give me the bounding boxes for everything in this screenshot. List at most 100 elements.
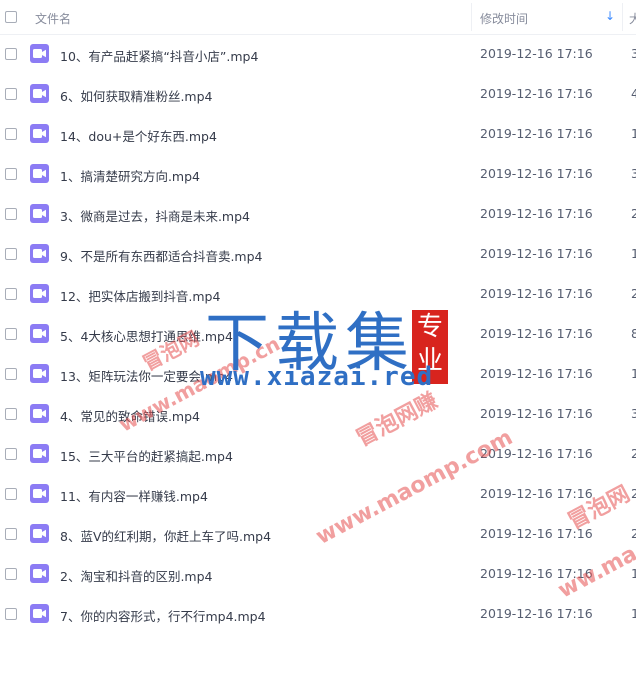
file-name[interactable]: 1、搞清楚研究方向.mp4: [60, 169, 200, 184]
file-row[interactable]: 1、搞清楚研究方向.mp4 2019-12-16 17:16 3: [0, 154, 636, 194]
video-file-icon: [30, 404, 49, 423]
video-file-icon: [30, 524, 49, 543]
file-modified-time: 2019-12-16 17:16: [480, 366, 593, 381]
list-header: 文件名 修改时间 ↓ 大: [0, 0, 636, 35]
row-checkbox[interactable]: [5, 288, 17, 300]
row-checkbox[interactable]: [5, 488, 17, 500]
file-name[interactable]: 14、dou+是个好东西.mp4: [60, 129, 217, 144]
row-checkbox[interactable]: [5, 368, 17, 380]
video-file-icon: [30, 364, 49, 383]
video-file-icon: [30, 444, 49, 463]
file-size: 1: [631, 246, 636, 261]
column-divider[interactable]: [471, 3, 472, 31]
file-size: 3: [631, 166, 636, 181]
video-file-icon: [30, 484, 49, 503]
select-all-checkbox[interactable]: [5, 11, 17, 23]
file-row[interactable]: 9、不是所有东西都适合抖音卖.mp4 2019-12-16 17:16 1: [0, 234, 636, 274]
file-row[interactable]: 14、dou+是个好东西.mp4 2019-12-16 17:16 1: [0, 114, 636, 154]
video-file-icon: [30, 324, 49, 343]
file-modified-time: 2019-12-16 17:16: [480, 246, 593, 261]
file-size: 1: [631, 606, 636, 621]
file-size: 2: [631, 446, 636, 461]
column-header-size[interactable]: 大: [629, 12, 636, 26]
file-size: 2: [631, 486, 636, 501]
file-row[interactable]: 4、常见的致命错误.mp4 2019-12-16 17:16 3: [0, 394, 636, 434]
file-modified-time: 2019-12-16 17:16: [480, 566, 593, 581]
file-name[interactable]: 7、你的内容形式，行不行mp4.mp4: [60, 609, 266, 624]
file-row[interactable]: 10、有产品赶紧搞“抖音小店”.mp4 2019-12-16 17:16 3: [0, 34, 636, 74]
row-checkbox[interactable]: [5, 168, 17, 180]
column-header-name[interactable]: 文件名: [35, 12, 72, 26]
file-modified-time: 2019-12-16 17:16: [480, 86, 593, 101]
file-row[interactable]: 15、三大平台的赶紧搞起.mp4 2019-12-16 17:16 2: [0, 434, 636, 474]
file-name[interactable]: 15、三大平台的赶紧搞起.mp4: [60, 449, 233, 464]
file-row[interactable]: 3、微商是过去，抖商是未来.mp4 2019-12-16 17:16 2: [0, 194, 636, 234]
video-file-icon: [30, 164, 49, 183]
file-row[interactable]: 12、把实体店搬到抖音.mp4 2019-12-16 17:16 2: [0, 274, 636, 314]
column-divider[interactable]: [622, 3, 623, 31]
file-row[interactable]: 11、有内容一样赚钱.mp4 2019-12-16 17:16 2: [0, 474, 636, 514]
file-size: 3: [631, 406, 636, 421]
file-modified-time: 2019-12-16 17:16: [480, 606, 593, 621]
file-modified-time: 2019-12-16 17:16: [480, 486, 593, 501]
file-size: 2: [631, 286, 636, 301]
row-checkbox[interactable]: [5, 248, 17, 260]
row-checkbox[interactable]: [5, 208, 17, 220]
file-modified-time: 2019-12-16 17:16: [480, 406, 593, 421]
row-checkbox[interactable]: [5, 88, 17, 100]
file-name[interactable]: 5、4大核心思想打通思维.mp4: [60, 329, 233, 344]
watermark-seal: 专业: [412, 310, 448, 384]
video-file-icon: [30, 284, 49, 303]
file-row[interactable]: 6、如何获取精准粉丝.mp4 2019-12-16 17:16 4: [0, 74, 636, 114]
file-modified-time: 2019-12-16 17:16: [480, 126, 593, 141]
file-modified-time: 2019-12-16 17:16: [480, 46, 593, 61]
video-file-icon: [30, 604, 49, 623]
video-file-icon: [30, 244, 49, 263]
file-name[interactable]: 11、有内容一样赚钱.mp4: [60, 489, 208, 504]
file-modified-time: 2019-12-16 17:16: [480, 206, 593, 221]
video-file-icon: [30, 124, 49, 143]
file-size: 3: [631, 46, 636, 61]
row-checkbox[interactable]: [5, 528, 17, 540]
file-name[interactable]: 12、把实体店搬到抖音.mp4: [60, 289, 221, 304]
column-header-modified-time[interactable]: 修改时间: [480, 12, 529, 26]
file-row[interactable]: 2、淘宝和抖音的区别.mp4 2019-12-16 17:16 1: [0, 554, 636, 594]
video-file-icon: [30, 44, 49, 63]
file-modified-time: 2019-12-16 17:16: [480, 526, 593, 541]
row-checkbox[interactable]: [5, 408, 17, 420]
file-size: 4: [631, 86, 636, 101]
row-checkbox[interactable]: [5, 448, 17, 460]
row-checkbox[interactable]: [5, 608, 17, 620]
file-name[interactable]: 2、淘宝和抖音的区别.mp4: [60, 569, 213, 584]
file-name[interactable]: 13、矩阵玩法你一定要会.mp4: [60, 369, 233, 384]
video-file-icon: [30, 204, 49, 223]
file-modified-time: 2019-12-16 17:16: [480, 326, 593, 341]
file-name[interactable]: 8、蓝V的红利期，你赶上车了吗.mp4: [60, 529, 272, 544]
video-file-icon: [30, 84, 49, 103]
file-modified-time: 2019-12-16 17:16: [480, 166, 593, 181]
file-name[interactable]: 9、不是所有东西都适合抖音卖.mp4: [60, 249, 263, 264]
file-row[interactable]: 13、矩阵玩法你一定要会.mp4 2019-12-16 17:16 1: [0, 354, 636, 394]
file-row[interactable]: 7、你的内容形式，行不行mp4.mp4 2019-12-16 17:16 1: [0, 594, 636, 634]
video-file-icon: [30, 564, 49, 583]
file-size: 2: [631, 206, 636, 221]
row-checkbox[interactable]: [5, 328, 17, 340]
file-row[interactable]: 8、蓝V的红利期，你赶上车了吗.mp4 2019-12-16 17:16 2: [0, 514, 636, 554]
file-size: 1: [631, 126, 636, 141]
file-name[interactable]: 4、常见的致命错误.mp4: [60, 409, 200, 424]
arrow-down-icon[interactable]: ↓: [605, 9, 616, 23]
file-size: 1: [631, 566, 636, 581]
file-modified-time: 2019-12-16 17:16: [480, 446, 593, 461]
row-checkbox[interactable]: [5, 48, 17, 60]
file-size: 1: [631, 366, 636, 381]
file-row[interactable]: 5、4大核心思想打通思维.mp4 2019-12-16 17:16 8: [0, 314, 636, 354]
file-name[interactable]: 3、微商是过去，抖商是未来.mp4: [60, 209, 250, 224]
file-size: 8: [631, 326, 636, 341]
file-name[interactable]: 6、如何获取精准粉丝.mp4: [60, 89, 213, 104]
row-checkbox[interactable]: [5, 568, 17, 580]
file-name[interactable]: 10、有产品赶紧搞“抖音小店”.mp4: [60, 49, 259, 64]
file-modified-time: 2019-12-16 17:16: [480, 286, 593, 301]
file-size: 2: [631, 526, 636, 541]
row-checkbox[interactable]: [5, 128, 17, 140]
